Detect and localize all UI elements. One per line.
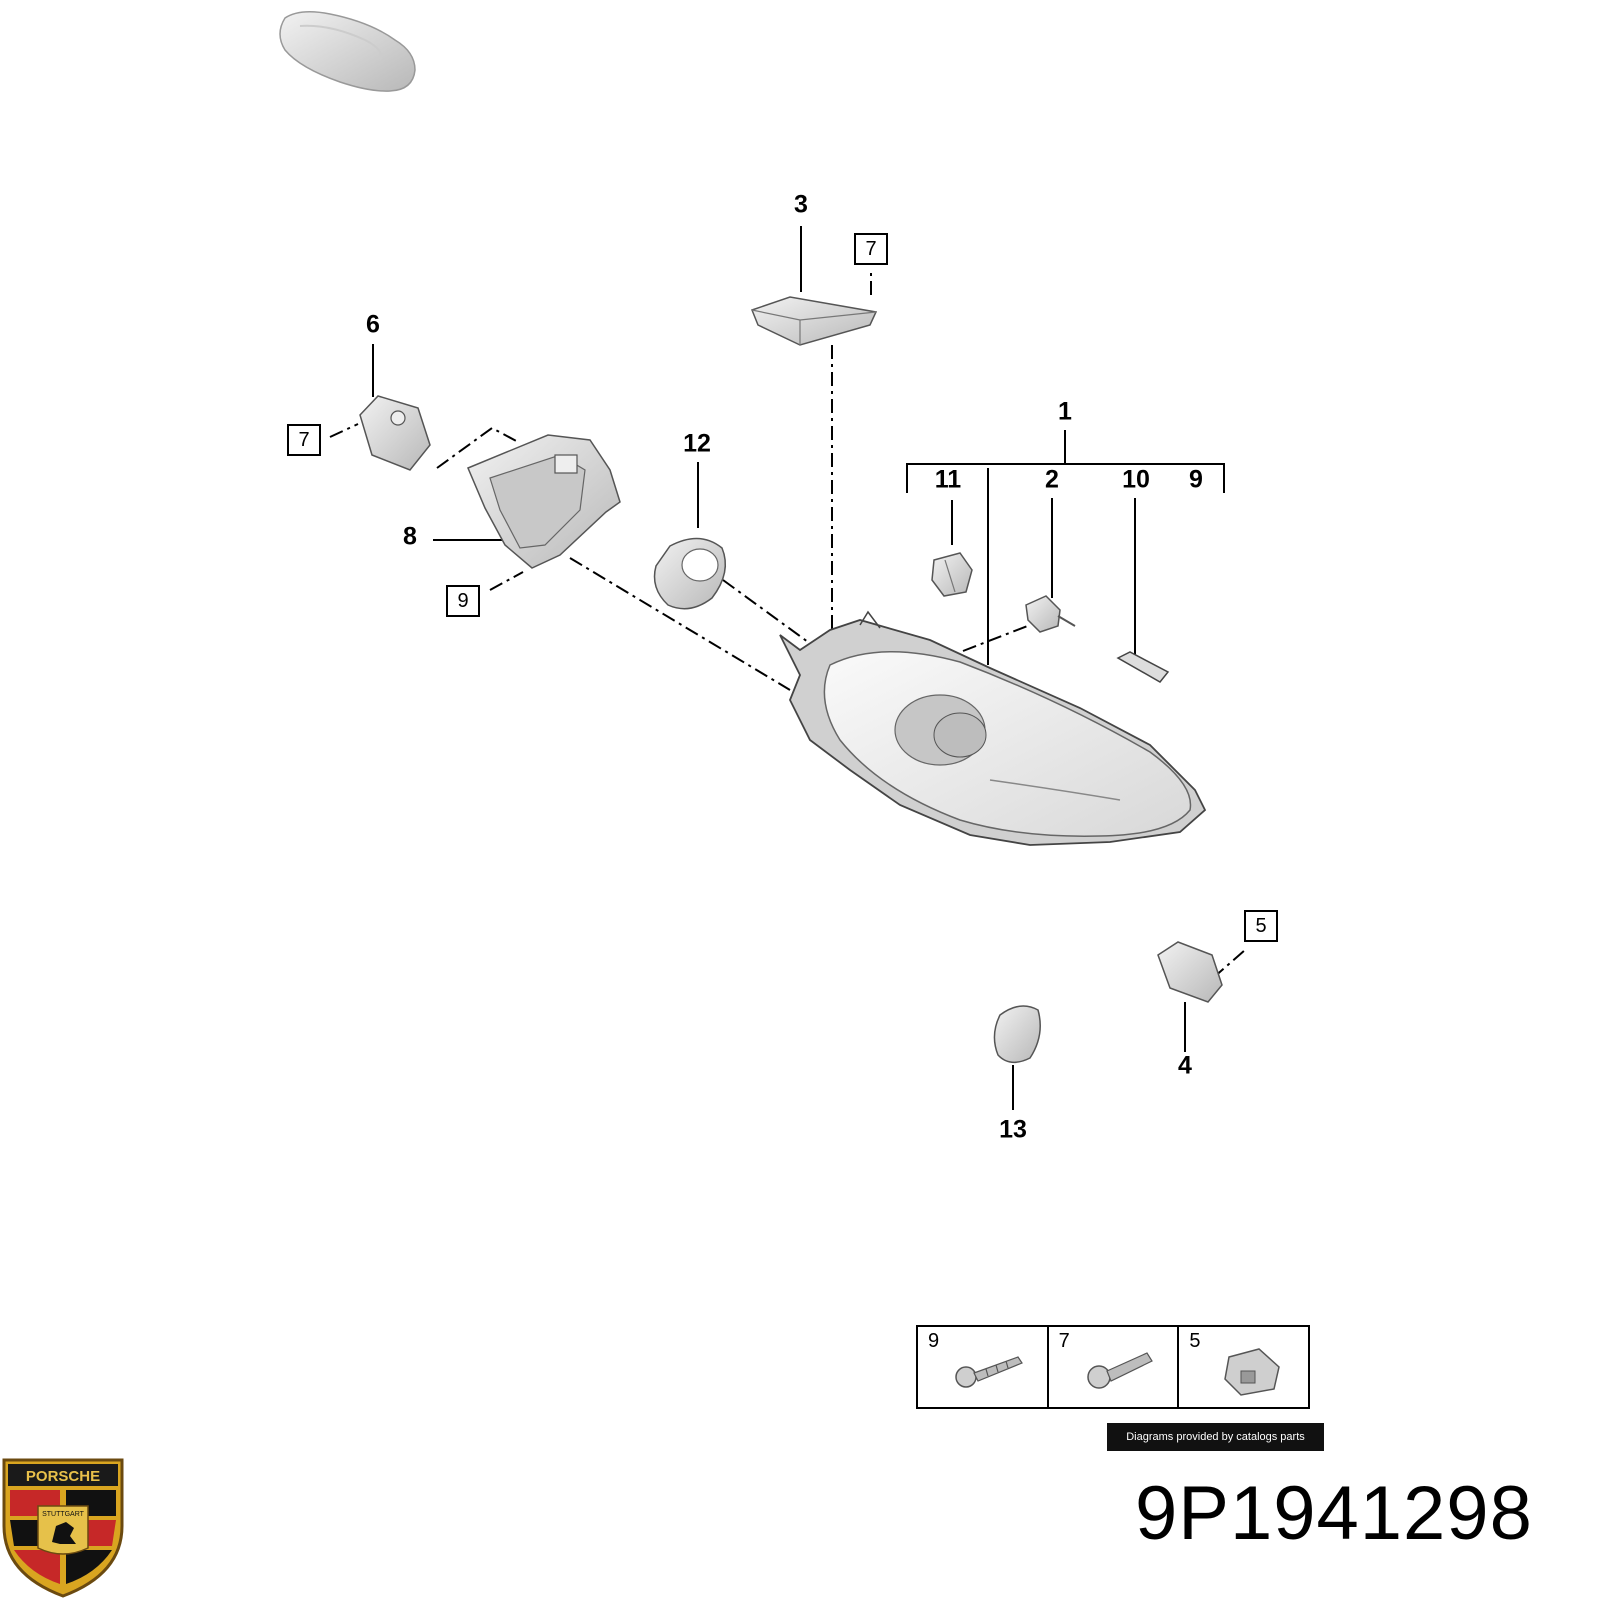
fastener-legend-table: 9 7 5 bbox=[916, 1325, 1310, 1409]
led-driver-part-6 bbox=[359, 395, 431, 471]
self-tapping-screw-icon bbox=[955, 1356, 1023, 1388]
fastener-cell-9: 9 bbox=[918, 1327, 1049, 1407]
brand-crest-logo: PORSCHE STUTTGART bbox=[2, 1458, 124, 1598]
diagram-credit-label: Diagrams provided by catalogs parts bbox=[1107, 1423, 1324, 1451]
callout-12: 12 bbox=[683, 429, 711, 458]
car-silhouette-icon bbox=[279, 11, 416, 92]
bolt-icon bbox=[1086, 1352, 1153, 1389]
seal-part-10 bbox=[1116, 651, 1170, 683]
svg-text:PORSCHE: PORSCHE bbox=[26, 1468, 100, 1485]
callout-6: 6 bbox=[366, 310, 380, 339]
fastener-ref-box-7: 7 bbox=[287, 424, 321, 456]
headlight-assembly-icon bbox=[779, 610, 1207, 846]
cover-part-13 bbox=[993, 1005, 1041, 1064]
fastener-cell-5: 5 bbox=[1179, 1327, 1308, 1407]
fastener-ref-number: 7 bbox=[1058, 1330, 1070, 1352]
clip-nut-icon bbox=[1224, 1348, 1281, 1396]
callout-13: 13 bbox=[999, 1115, 1027, 1144]
fastener-ref-box-7: 7 bbox=[854, 233, 888, 265]
housing-part-8 bbox=[467, 434, 621, 569]
callout-10: 10 bbox=[1122, 465, 1150, 494]
fastener-ref-number: 9 bbox=[928, 1330, 940, 1352]
callout-2: 2 bbox=[1045, 465, 1059, 494]
adjuster-part-2 bbox=[1025, 595, 1076, 633]
callout-8: 8 bbox=[403, 522, 417, 551]
callout-1: 1 bbox=[1058, 397, 1072, 426]
callout-4: 4 bbox=[1178, 1051, 1192, 1080]
sensor-part-4 bbox=[1157, 941, 1223, 1003]
fastener-ref-box-5: 5 bbox=[1244, 910, 1278, 942]
fastener-ref-number: 5 bbox=[1189, 1330, 1201, 1352]
callout-9: 9 bbox=[1189, 465, 1203, 494]
control-module-part-3 bbox=[751, 296, 878, 346]
part-number: 9P1941298 bbox=[1135, 1471, 1533, 1556]
svg-text:STUTTGART: STUTTGART bbox=[42, 1511, 85, 1518]
callout-3: 3 bbox=[794, 190, 808, 219]
assembly-lines bbox=[329, 272, 1246, 979]
cap-part-11 bbox=[931, 552, 973, 597]
fastener-ref-box-9: 9 bbox=[446, 585, 480, 617]
callout-11: 11 bbox=[934, 465, 962, 494]
ring-part-12 bbox=[653, 537, 727, 610]
fastener-cell-7: 7 bbox=[1049, 1327, 1180, 1407]
leader-lines bbox=[372, 226, 1225, 1110]
